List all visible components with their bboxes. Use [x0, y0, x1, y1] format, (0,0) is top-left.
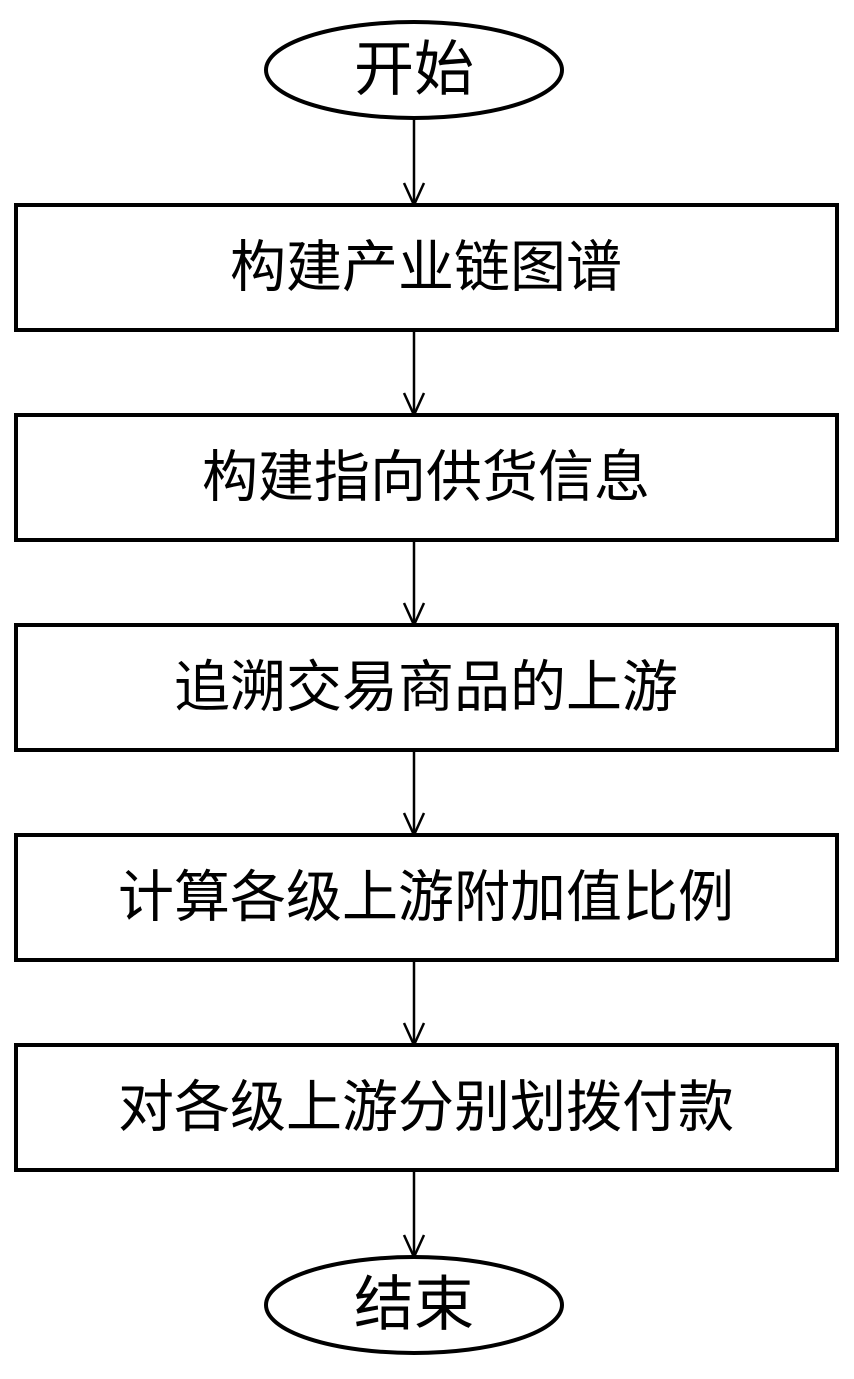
step-3-node: 追溯交易商品的上游: [14, 623, 839, 752]
step-4-node: 计算各级上游附加值比例: [14, 833, 839, 962]
step-1-label: 构建产业链图谱: [230, 236, 622, 301]
arrow-step-3-to-step-4: [402, 750, 426, 839]
end-node: 结束: [264, 1255, 564, 1355]
step-1-node: 构建产业链图谱: [14, 203, 839, 332]
step-5-node: 对各级上游分别划拨付款: [14, 1043, 839, 1172]
arrow-step-2-to-step-3: [402, 540, 426, 629]
step-2-node: 构建指向供货信息: [14, 413, 839, 542]
step-3-label: 追溯交易商品的上游: [174, 656, 678, 721]
arrow-step-5-to-end: [402, 1170, 426, 1261]
arrow-start-to-step-1: [402, 118, 426, 209]
start-label: 开始: [354, 35, 474, 105]
arrow-step-1-to-step-2: [402, 330, 426, 419]
end-label: 结束: [354, 1270, 474, 1340]
step-2-label: 构建指向供货信息: [202, 446, 650, 511]
arrow-step-4-to-step-5: [402, 960, 426, 1049]
start-node: 开始: [264, 20, 564, 120]
step-5-label: 对各级上游分别划拨付款: [118, 1076, 734, 1141]
step-4-label: 计算各级上游附加值比例: [118, 866, 734, 931]
